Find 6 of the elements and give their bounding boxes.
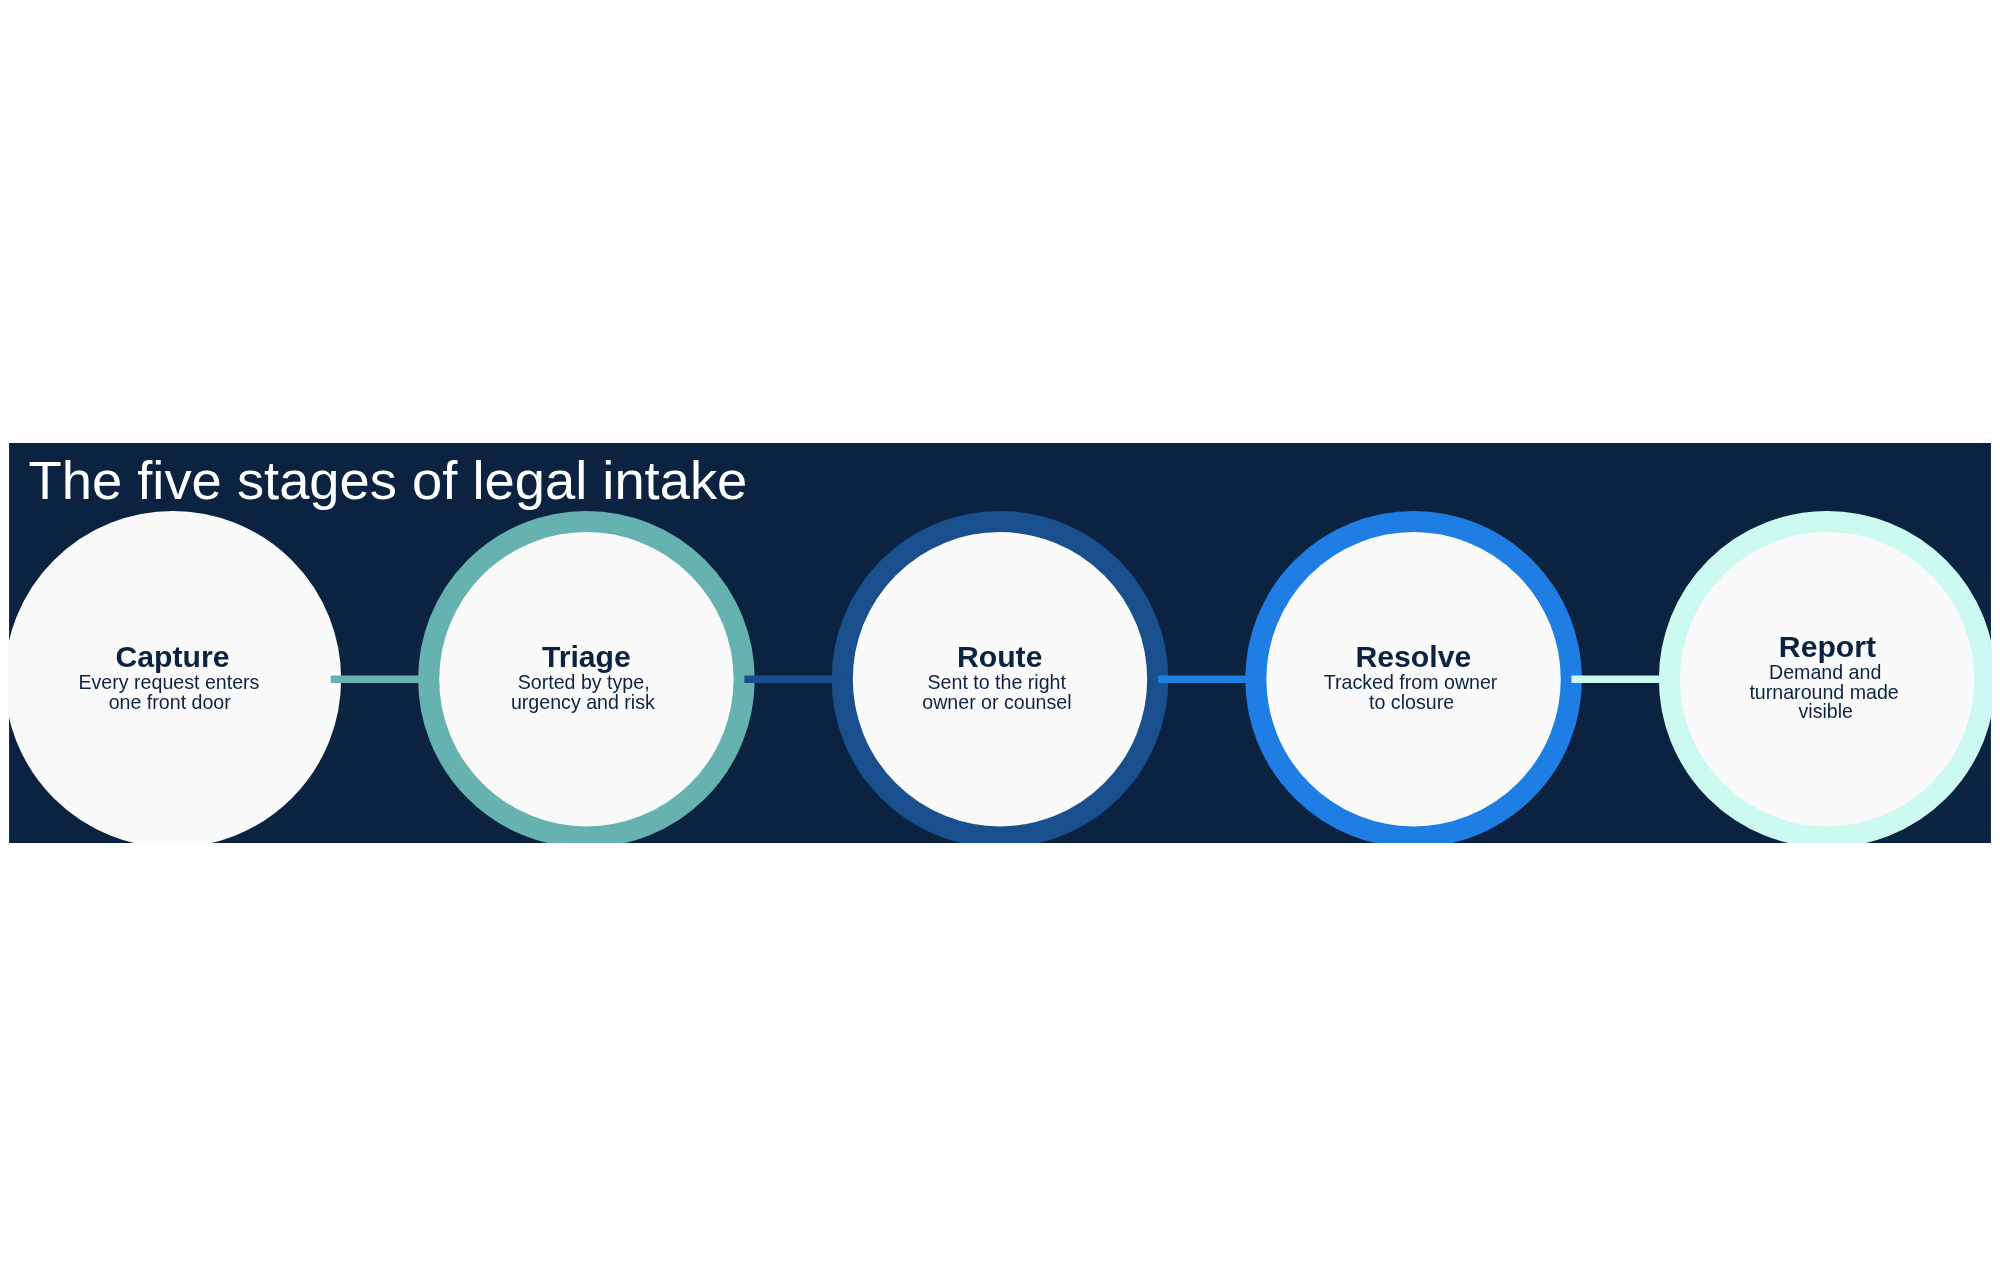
node-circle: Route Sent to the right owner or counsel [831,510,1169,843]
node-circle: Resolve Tracked from owner to closure [1245,510,1582,843]
diagram-title: The five stages of legal intake [28,449,748,511]
node-circle: Capture Every request enters one front door [8,510,342,843]
node-circle: Report Demand and turnaround made visible [1658,510,1992,843]
node-circle: Triage Sorted by type, urgency and risk [418,510,755,843]
